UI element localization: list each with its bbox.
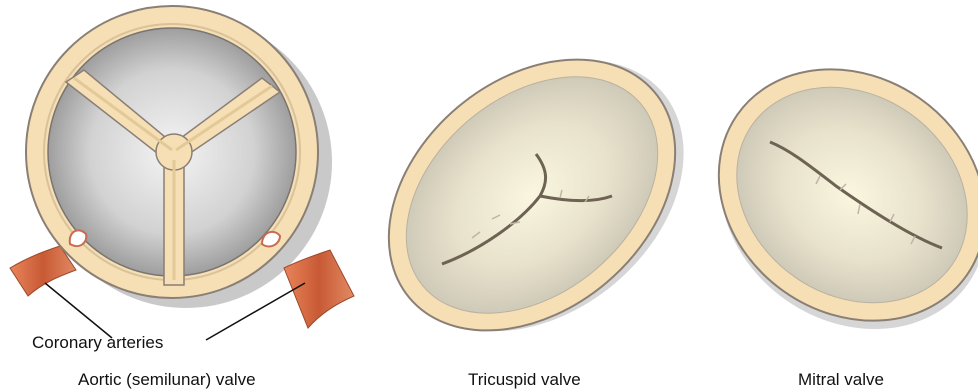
coronary-ostium-left: [70, 230, 87, 246]
coronary-ostium-right: [262, 232, 280, 247]
mitral-valve: [666, 18, 978, 380]
aortic-valve-label: Aortic (semilunar) valve: [78, 370, 256, 389]
aortic-valve: [10, 6, 354, 328]
tricuspid-valve: [336, 0, 737, 390]
coronary-arteries-label: Coronary arteries: [32, 333, 163, 352]
tricuspid-valve-label: Tricuspid valve: [468, 370, 581, 389]
mitral-valve-label: Mitral valve: [798, 370, 884, 389]
coronary-pointer-left: [45, 283, 112, 338]
